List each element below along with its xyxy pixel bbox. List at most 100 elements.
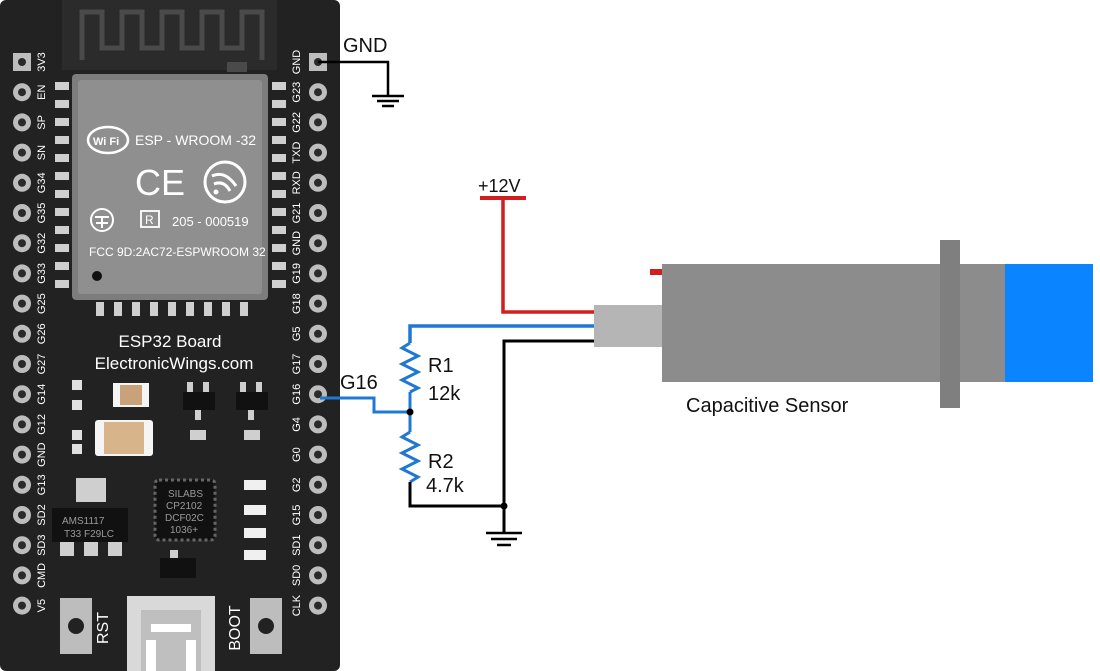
usb-port (127, 596, 215, 671)
ground-junction (500, 502, 508, 510)
pin-label: G16 (291, 384, 303, 405)
pin-label: CMD (36, 563, 48, 588)
pin-hole (314, 299, 322, 308)
g16-label: G16 (340, 372, 378, 394)
pin-left-g25: G25 (13, 293, 48, 314)
pin-hole (314, 360, 322, 368)
pin-hole (18, 239, 26, 248)
pin-label: V5 (36, 599, 48, 612)
pin-hole (314, 601, 322, 610)
pin-left-sd2: SD2 (13, 504, 48, 526)
smd-components (72, 380, 268, 578)
sensor-ground-wire (502, 339, 596, 532)
pin-right-gnd: GND (291, 231, 327, 256)
pin-hole (18, 541, 26, 550)
pin-label: GND (36, 442, 48, 467)
module-side-pads (55, 82, 286, 316)
gnd-wire (318, 60, 390, 96)
pin-label: G23 (291, 82, 303, 103)
pin-label: G21 (291, 203, 303, 224)
supply-wire (501, 198, 596, 314)
pin-label: G0 (291, 447, 303, 462)
pin-right-g15: G15 (291, 505, 327, 525)
pin-label: TXD (291, 142, 303, 164)
pin-left-g33: G33 (13, 263, 48, 284)
pin-hole (18, 209, 26, 217)
pin-label: G19 (291, 263, 303, 284)
r1-name: R1 (428, 355, 454, 377)
espressif-logo-icon (203, 160, 247, 204)
pin-hole (314, 148, 322, 157)
antenna-pad (227, 62, 247, 72)
pin-left-sn: SN (13, 143, 48, 162)
regulator-chip: AMS1117 T33 F29LC (52, 508, 128, 556)
pin-left-g14: G14 (13, 384, 48, 405)
pin-hole (314, 390, 322, 399)
capacitive-sensor: Capacitive Sensor (594, 240, 1093, 417)
pin-right-sd1: SD1 (291, 534, 327, 556)
pin-hole (314, 571, 322, 580)
cert-r: R (145, 213, 154, 227)
pin-right-g19: G19 (291, 263, 327, 284)
r2-value: 4.7k (426, 475, 465, 497)
pin-hole (18, 178, 26, 187)
signal-wire-top (408, 324, 596, 343)
pin-hole (314, 420, 322, 429)
sensor-cap (1005, 264, 1093, 382)
pin-right-g2: G2 (291, 475, 327, 494)
pin-hole (314, 88, 322, 97)
pin-hole (314, 511, 322, 519)
sensor-cable-sheath (594, 305, 662, 347)
usb-bridge-chip: SILABS CP2102 DCF02C 1036+ (153, 478, 217, 542)
telec-mark-icon (90, 208, 114, 232)
pin-label: CLK (291, 594, 303, 616)
pin-label: RXD (291, 171, 303, 194)
pin-right-g18: G18 (291, 293, 327, 314)
pin-hole (314, 239, 322, 248)
pin-label: G12 (36, 414, 48, 435)
g16-wire (320, 396, 410, 414)
ce-mark: CE (135, 162, 185, 203)
svg-text:T33 F29LC: T33 F29LC (64, 529, 114, 540)
antenna-trace (79, 9, 265, 60)
pin-hole (18, 450, 26, 459)
pin-right-g21: G21 (291, 203, 327, 224)
pin-hole (18, 511, 26, 519)
pin-left-sp: SP (13, 113, 48, 132)
pin-label: G4 (291, 417, 303, 432)
pin-left-v5: V5 (13, 596, 48, 615)
svg-text:SILABS: SILABS (168, 489, 203, 500)
gnd-label: GND (343, 35, 387, 57)
pin1-dot (92, 271, 102, 281)
sensor-nut (940, 240, 960, 408)
pin-label: G14 (36, 384, 48, 405)
pin-label: G5 (291, 326, 303, 341)
pin-hole (18, 390, 26, 399)
pin-hole (314, 480, 322, 489)
board-title: ESP32 Board (118, 332, 221, 351)
pin-hole (314, 329, 322, 338)
pin-left-g27: G27 (13, 354, 48, 374)
pin-hole (314, 178, 322, 187)
pin-label: G33 (36, 263, 48, 284)
pin-hole (18, 88, 26, 97)
pin-hole (18, 299, 26, 308)
pin-label: 3V3 (36, 52, 48, 72)
pin-label: SD3 (36, 534, 48, 555)
pin-right-g5: G5 (291, 324, 327, 343)
pin-label: SP (36, 115, 48, 130)
pin-label: G26 (36, 323, 48, 344)
pin-label: GND (291, 50, 303, 75)
pin-hole (18, 329, 26, 338)
pin-hole (18, 58, 26, 66)
left-pin-header: 3V3ENSPSNG34G35G32G33G25G26G27G14G12GNDG… (13, 52, 48, 615)
pin-left-3v3: 3V3 (13, 52, 48, 72)
pin-label: GND (291, 231, 303, 256)
pin-right-g17: G17 (291, 354, 327, 374)
ground-symbol-top (372, 94, 404, 108)
resistor-r2 (398, 430, 422, 484)
cert-number: 205 - 000519 (172, 214, 249, 229)
resistor-r1 (398, 341, 422, 394)
rst-label: RST (95, 612, 112, 644)
